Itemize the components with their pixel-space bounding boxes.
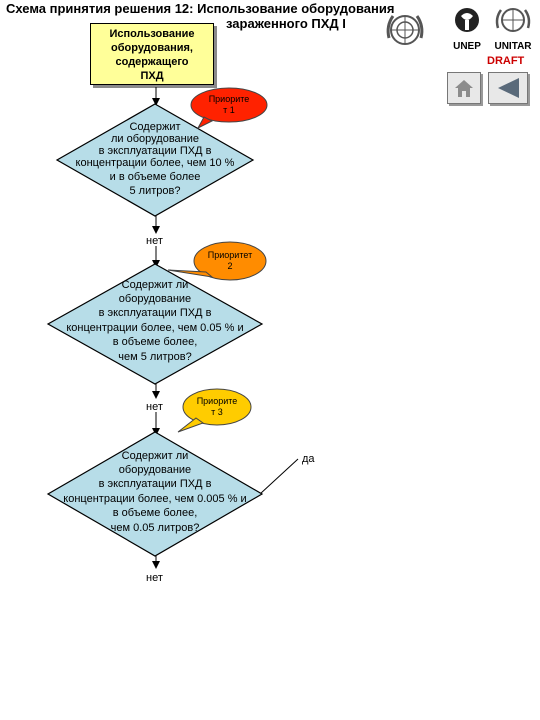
decision-2-line: оборудование xyxy=(119,293,191,305)
home-icon xyxy=(455,80,473,97)
decision-2-line: Содержит ли xyxy=(122,279,189,291)
decision-1-line: концентрации более, чем 10 % xyxy=(76,157,235,169)
priority-callout-3-tail xyxy=(177,417,205,433)
unep-label: UNEP xyxy=(453,41,481,52)
decision-2-line: в объеме более, xyxy=(113,336,198,348)
decision-3-line: чем 0.05 литров? xyxy=(111,522,200,534)
connector-d3-yes xyxy=(259,458,299,495)
decision-1-line: ли оборудование xyxy=(111,133,199,145)
un-emblem-logo-1 xyxy=(383,8,427,52)
priority-3-line2: т 3 xyxy=(211,407,223,417)
unep-logo: UNEP xyxy=(447,6,487,52)
decision-diamond-1 xyxy=(55,103,255,217)
decision-2-line: концентрации более, чем 0.05 % и xyxy=(66,322,243,334)
decision-3-line: оборудование xyxy=(119,464,191,476)
decision-1-line: 5 литров? xyxy=(130,185,181,197)
decision-3-line: в эксплуатации ПХД в xyxy=(99,478,212,490)
decision-1-line: и в объеме более xyxy=(110,171,201,183)
start-box: Использование оборудования, содержащего … xyxy=(90,23,214,85)
start-box-line: ПХД xyxy=(140,70,164,82)
no-label-2: нет xyxy=(146,401,163,413)
decision-2-line: чем 5 литров? xyxy=(118,351,191,363)
priority-1-line1: Приорите xyxy=(209,94,250,104)
decision-3-line: Содержит ли xyxy=(122,450,189,462)
no-label-1: нет xyxy=(146,235,163,247)
priority-1-line2: т 1 xyxy=(223,105,235,115)
no-label-3: нет xyxy=(146,572,163,584)
diagram-title: Схема принятия решения 12: Использование… xyxy=(6,1,395,16)
priority-callout-1 xyxy=(190,87,268,123)
diagram-title-line2: зараженного ПХД I xyxy=(226,16,346,31)
priority-callout-2 xyxy=(193,241,267,281)
unitar-label: UNITAR xyxy=(494,41,532,52)
start-box-line: Использование xyxy=(109,28,195,40)
home-button[interactable] xyxy=(447,72,481,104)
priority-3-line1: Приорите xyxy=(197,396,238,406)
priority-callout-3 xyxy=(182,388,252,426)
decision-diamond-2 xyxy=(46,263,264,385)
priority-2-line1: Приоритет xyxy=(208,250,252,260)
draft-label: DRAFT xyxy=(487,55,525,67)
priority-callout-1-tail xyxy=(196,116,214,130)
yes-label: да xyxy=(302,453,315,465)
decision-2-line: в эксплуатации ПХД в xyxy=(99,307,212,319)
back-button[interactable] xyxy=(488,72,528,104)
back-arrow-icon xyxy=(498,78,519,98)
decision-3-line: в объеме более, xyxy=(113,507,198,519)
unitar-logo: UNITAR xyxy=(490,6,536,52)
priority-2-line2: 2 xyxy=(227,261,232,271)
start-box-line: оборудования, xyxy=(111,42,193,54)
start-box-line: содержащего xyxy=(115,56,189,68)
decision-diamond-3 xyxy=(46,431,264,557)
decision-3-line: концентрации более, чем 0.005 % и xyxy=(63,493,246,505)
decision-1-line: Содержит xyxy=(129,121,180,133)
priority-callout-2-tail xyxy=(167,269,214,278)
decision-1-line: в эксплуатации ПХД в xyxy=(99,145,212,157)
